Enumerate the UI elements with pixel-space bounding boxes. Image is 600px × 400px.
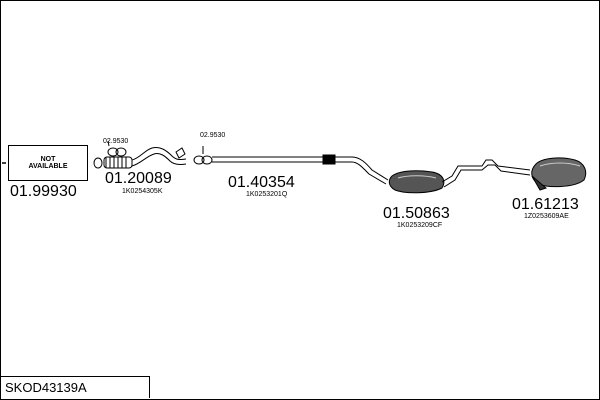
- part-ref: 1K0254305K: [122, 188, 163, 195]
- clamp-icon: [193, 146, 213, 165]
- not-available-line2: AVAILABLE: [28, 163, 68, 170]
- not-available-box: NOT AVAILABLE: [8, 145, 88, 181]
- part-ref: 1K0253201Q: [246, 191, 288, 198]
- part-ref: 1K0253209CF: [397, 222, 443, 229]
- front-pipe-icon: [93, 147, 187, 169]
- part-number: 01.20089: [105, 170, 172, 187]
- clamp-icon: [107, 140, 127, 157]
- not-available-line1: NOT: [40, 156, 56, 163]
- middle-silencer-icon: [388, 159, 531, 194]
- part-number: 01.99930: [10, 183, 77, 200]
- rear-silencer-icon: [531, 157, 587, 191]
- center-pipe-icon: [212, 154, 389, 185]
- part-number: 01.50863: [383, 205, 450, 222]
- part-ref: 1Z0253609AE: [524, 213, 569, 220]
- assembly-code: SKOD43139A: [0, 376, 150, 398]
- clamp-label: 02.9530: [103, 138, 129, 145]
- part-number: 01.61213: [512, 196, 579, 213]
- assembly-code-text: SKOD43139A: [5, 380, 87, 395]
- part-number: 01.40354: [228, 174, 295, 191]
- clamp-label: 02.9530: [200, 132, 226, 139]
